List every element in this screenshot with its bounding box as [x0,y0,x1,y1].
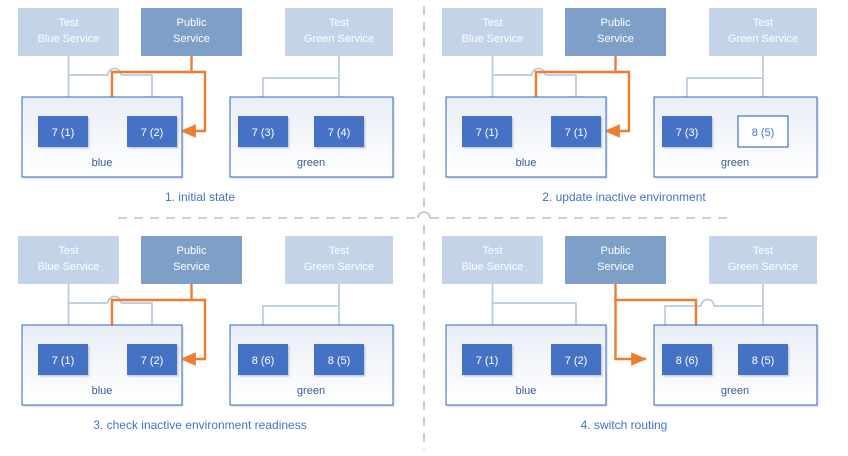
panel-2-pod-blue-0-label: 7 (1) [476,127,499,139]
panel-4-env-green: green 8 (6) 8 (5) [653,324,818,406]
panel-1-test-green-service-line2: Green Service [304,33,374,45]
panel-2-test-blue-service-line2: Blue Service [462,33,524,45]
panel-2-pod-green-0[interactable]: 7 (3) [662,116,712,147]
panel-2-public-service[interactable]: Public Service [565,8,666,56]
panel-2-test-green-service[interactable]: Test Green Service [709,8,817,56]
panel-1-pod-blue-0-label: 7 (1) [52,127,75,139]
panel-2-pod-blue-0[interactable]: 7 (1) [462,116,512,147]
panel-3-public-service-line2: Service [173,261,210,273]
panel-3-pod-green-1[interactable]: 8 (5) [314,344,364,375]
panel-4-env-blue-label: blue [516,385,537,397]
divider-hop-arc [417,211,431,219]
panel-2-env-blue: blue 7 (1) 7 (1) [445,96,607,178]
panel-1-test-blue-service-line2: Blue Service [38,33,100,45]
panel-3-pod-blue-0[interactable]: 7 (1) [38,344,88,375]
panel-3-test-green-service-line1: Test [329,245,349,257]
panel-3-test-green-service[interactable]: Test Green Service [285,236,393,284]
panel-3-caption: 3. check inactive environment readiness [93,418,306,432]
panel-3-pod-green-0-label: 8 (6) [252,355,275,367]
panel-1-public-service-line2: Service [173,33,210,45]
panel-2-test-green-service-line1: Test [753,17,773,29]
panel-1-env-green: green 7 (3) 7 (4) [229,96,394,178]
panel-3-public-service-line1: Public [177,245,207,257]
panel-2-pod-green-1-label: 8 (5) [752,127,775,139]
panel-4-test-green-service-line1: Test [753,245,773,257]
panel-1-pod-green-1-label: 7 (4) [328,127,351,139]
panel-4-public-service-line2: Service [597,261,634,273]
panel-4-caption: 4. switch routing [581,418,668,432]
panel-1-public-service-line1: Public [177,17,207,29]
panel-3-test-blue-service-line1: Test [58,245,78,257]
panel-2-env-blue-label: blue [516,157,537,169]
panel-1-env-blue-label: blue [92,157,113,169]
panel-3-pod-green-1-label: 8 (5) [328,355,351,367]
panel-4-test-green-service[interactable]: Test Green Service [709,236,817,284]
panel-2: Test Blue Service Public Service Test Gr… [442,8,818,204]
panel-1-pod-green-0-label: 7 (3) [252,127,275,139]
panel-1: Test Blue Service Public Service Test Gr… [18,8,394,204]
panel-3-pod-blue-1-label: 7 (2) [141,355,164,367]
panel-1-test-green-service-line1: Test [329,17,349,29]
panel-3-public-service[interactable]: Public Service [141,236,242,284]
panel-3-env-blue-label: blue [92,385,113,397]
panel-3-test-green-service-line2: Green Service [304,261,374,273]
panel-1-env-green-label: green [297,157,325,169]
panel-2-public-service-line1: Public [601,17,631,29]
panel-2-pod-green-1-pending[interactable]: 8 (5) [737,115,789,148]
panel-4-pod-blue-0[interactable]: 7 (1) [462,344,512,375]
panel-1-pod-blue-1-label: 7 (2) [141,127,164,139]
panel-2-test-blue-service-line1: Test [482,17,502,29]
panel-4-test-green-service-line2: Green Service [728,261,798,273]
panel-2-test-green-service-line2: Green Service [728,33,798,45]
panel-3-env-blue: blue 7 (1) 7 (2) [21,324,183,406]
panel-4-pod-green-0[interactable]: 8 (6) [662,344,712,375]
panel-3-pod-blue-1[interactable]: 7 (2) [127,344,177,375]
panel-3: Test Blue Service Public Service Test Gr… [18,236,394,432]
panel-4-pod-blue-1[interactable]: 7 (2) [551,344,601,375]
panel-3-pod-green-0[interactable]: 8 (6) [238,344,288,375]
panel-1-caption: 1. initial state [165,190,235,204]
panel-4-test-blue-service[interactable]: Test Blue Service [442,236,543,284]
panel-2-test-blue-service[interactable]: Test Blue Service [442,8,543,56]
panel-4: Test Blue Service Public Service Test Gr… [442,236,818,432]
panel-1-public-service[interactable]: Public Service [141,8,242,56]
panel-2-pod-green-0-label: 7 (3) [676,127,699,139]
panel-4-public-service[interactable]: Public Service [565,236,666,284]
panel-4-pod-green-1[interactable]: 8 (5) [738,344,788,375]
panel-3-env-green: green 8 (6) 8 (5) [229,324,394,406]
panel-1-pod-blue-1[interactable]: 7 (2) [127,116,177,147]
panel-1-env-blue: blue 7 (1) 7 (2) [21,96,183,178]
panel-3-test-blue-service[interactable]: Test Blue Service [18,236,119,284]
panel-4-public-service-line1: Public [601,245,631,257]
panel-2-env-green-label: green [721,157,749,169]
panel-4-test-blue-service-line1: Test [482,245,502,257]
panel-2-pod-blue-1[interactable]: 7 (1) [551,116,601,147]
panel-3-pod-blue-0-label: 7 (1) [52,355,75,367]
panel-dividers [118,6,730,450]
panel-2-pod-blue-1-label: 7 (1) [565,127,588,139]
panel-2-env-green: green 7 (3) 8 (5) [653,96,818,178]
panel-2-caption: 2. update inactive environment [542,190,706,204]
panel-1-test-blue-service[interactable]: Test Blue Service [18,8,119,56]
panel-1-pod-green-0[interactable]: 7 (3) [238,116,288,147]
panel-4-pod-blue-1-label: 7 (2) [565,355,588,367]
panel-3-env-green-label: green [297,385,325,397]
panel-1-pod-blue-0[interactable]: 7 (1) [38,116,88,147]
panel-3-test-blue-service-line2: Blue Service [38,261,100,273]
panel-1-pod-green-1[interactable]: 7 (4) [314,116,364,147]
panel-4-test-blue-service-line2: Blue Service [462,261,524,273]
panel-2-public-service-line2: Service [597,33,634,45]
panel-1-test-blue-service-line1: Test [58,17,78,29]
panel-4-env-green-label: green [721,385,749,397]
panel-4-env-blue: blue 7 (1) 7 (2) [445,324,607,406]
panel-4-pod-blue-0-label: 7 (1) [476,355,499,367]
panel-4-pod-green-1-label: 8 (5) [752,355,775,367]
panel-1-test-green-service[interactable]: Test Green Service [285,8,393,56]
panel-4-pod-green-0-label: 8 (6) [676,355,699,367]
